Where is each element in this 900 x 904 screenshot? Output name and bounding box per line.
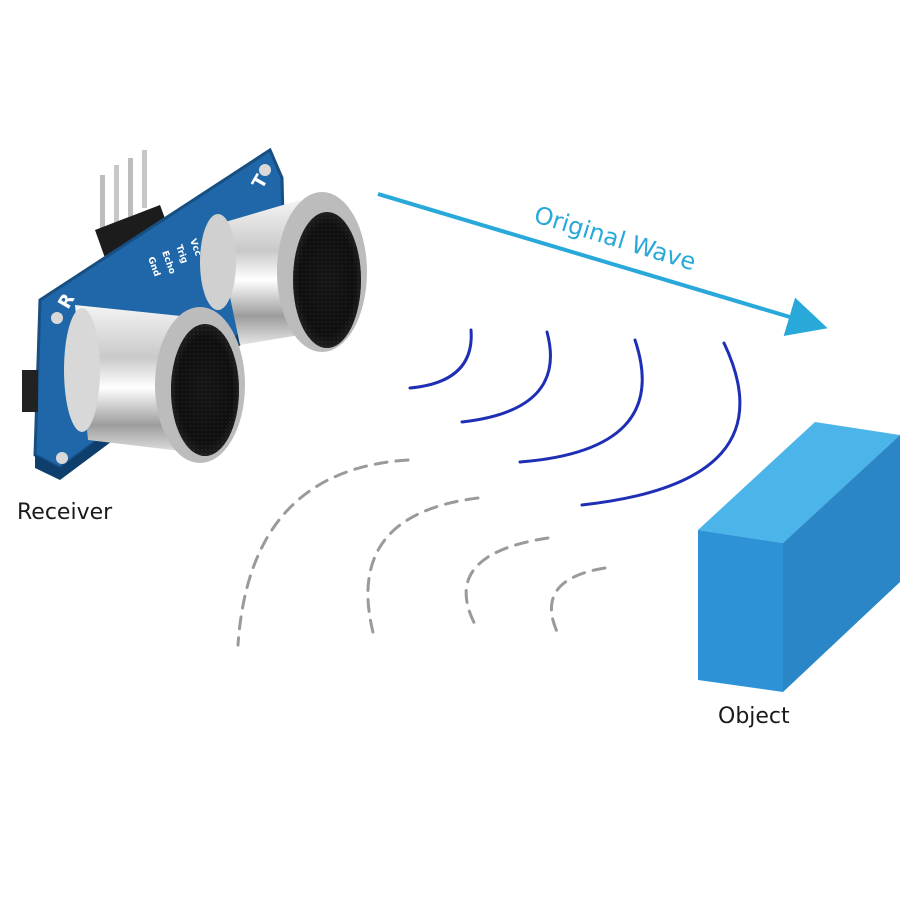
- mount-hole: [51, 312, 63, 324]
- header-pins: [95, 150, 170, 258]
- emitted-wave-arc-2: [460, 330, 552, 424]
- original-wave-arrow: [377, 192, 828, 337]
- ultrasonic-sensor: R T Vcc Trig Echo Gnd: [22, 147, 367, 480]
- object-block: [698, 422, 900, 692]
- transmitter-transducer: [200, 192, 367, 352]
- mount-hole: [259, 164, 271, 176]
- emitted-wave-arc-1: [408, 328, 473, 390]
- reflected-wave-arc-4: [550, 566, 607, 640]
- emitted-wave-arc-4: [580, 341, 742, 507]
- receiver-transducer: [64, 305, 245, 463]
- reflected-wave-arc-3: [464, 536, 550, 632]
- reflected-wave-arc-1: [236, 458, 410, 647]
- mount-hole: [56, 452, 68, 464]
- reflected-waves: [236, 458, 607, 647]
- reflected-wave-arc-2: [366, 496, 480, 642]
- emitted-waves: [408, 328, 742, 507]
- crystal-component: [22, 370, 38, 412]
- object-label: Object: [718, 704, 790, 729]
- emitted-wave-arc-3: [518, 338, 644, 464]
- receiver-label: Receiver: [17, 500, 113, 525]
